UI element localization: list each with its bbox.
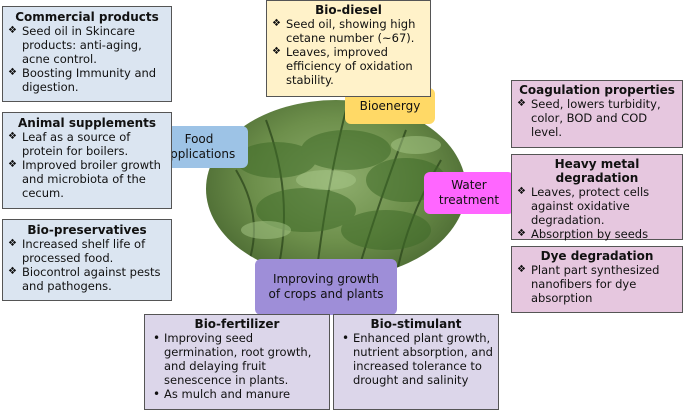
commercial-title: Commercial products: [15, 10, 159, 24]
hub-food-label: Food applications: [162, 132, 236, 161]
commercial-item: Boosting Immunity and digestion.: [8, 66, 166, 94]
stimulant-item: Enhanced plant growth, nutrient absorpti…: [339, 331, 493, 387]
heavy-metal-box: Heavy metal degradation Leaves, protect …: [511, 154, 683, 241]
animal-supplements-box: Animal supplements Leaf as a source of p…: [2, 112, 172, 209]
coagulation-title: Coagulation properties: [519, 83, 675, 97]
stimulant-title: Bio-stimulant: [370, 317, 462, 331]
commercial-item: Seed oil in Skincare products: anti-agin…: [8, 24, 166, 66]
heavy-metal-item: Absorption by seeds: [517, 227, 677, 241]
fertilizer-item: Improving seed germination, root growth,…: [150, 331, 324, 387]
preservatives-item: Biocontrol against pests and pathogens.: [8, 265, 166, 293]
heavy-metal-item: Leaves, protect cells against oxidative …: [517, 185, 677, 227]
hub-water-treatment: Water treatment: [424, 172, 514, 214]
bio-stimulant-box: Bio-stimulant Enhanced plant growth, nut…: [333, 314, 499, 410]
coagulation-item: Seed, lowers turbidity, color, BOD and C…: [517, 97, 677, 139]
animal-title: Animal supplements: [17, 116, 157, 130]
animal-item: Improved broiler growth and microbiota o…: [8, 158, 166, 200]
moringa-plant-photo: [206, 100, 466, 278]
fertilizer-item: As mulch and manure: [150, 387, 324, 401]
dye-item: Plant part synthesized nanofibers for dy…: [517, 263, 677, 305]
hub-bioenergy-label: Bioenergy: [359, 98, 421, 113]
coagulation-box: Coagulation properties Seed, lowers turb…: [511, 80, 683, 148]
bio-fertilizer-box: Bio-fertilizer Improving seed germinatio…: [144, 314, 330, 410]
animal-item: Leaf as a source of protein for boilers.: [8, 130, 166, 158]
biodiesel-item: Seed oil, showing high cetane number (~6…: [272, 17, 425, 45]
bio-preservatives-box: Bio-preservatives Increased shelf life o…: [2, 219, 172, 301]
commercial-products-box: Commercial products Seed oil in Skincare…: [2, 6, 172, 102]
hub-improving-growth: Improving growth of crops and plants: [255, 259, 397, 315]
hub-growth-label: Improving growth of crops and plants: [268, 272, 384, 301]
dye-degradation-box: Dye degradation Plant part synthesized n…: [511, 246, 683, 313]
fertilizer-title: Bio-fertilizer: [194, 317, 280, 331]
heavy-metal-title: Heavy metal degradation: [554, 157, 640, 185]
hub-water-label: Water treatment: [438, 178, 500, 207]
biodiesel-item: Leaves, improved efficiency of oxidation…: [272, 45, 425, 87]
preservatives-item: Increased shelf life of processed food.: [8, 237, 166, 265]
biodiesel-title: Bio-diesel: [315, 3, 382, 17]
preservatives-title: Bio-preservatives: [27, 223, 147, 237]
dye-title: Dye degradation: [540, 249, 654, 263]
bio-diesel-box: Bio-diesel Seed oil, showing high cetane…: [266, 0, 431, 97]
